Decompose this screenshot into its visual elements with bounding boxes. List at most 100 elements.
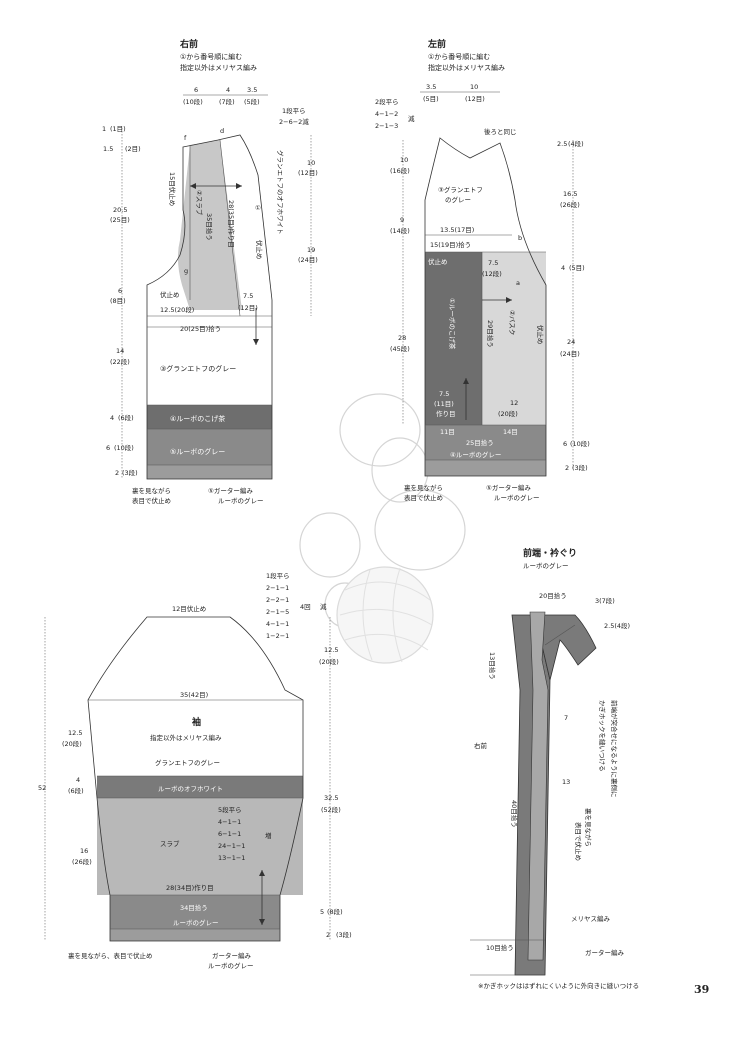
rf-top-row-2: (7段) [219,97,235,106]
rf-left-dim-2: 1.5 [103,145,113,153]
sleeve-note: 指定以外はメリヤス編み [150,733,222,742]
rf-label-d: d [220,127,224,135]
cactus-yarn-watermark-icon [299,393,466,664]
lf-r12: (12段) [482,269,502,278]
band-footnote: ※かぎホックははずれにくいように外向きに縫いつける [478,981,639,990]
rf-label-pick35: 35目拾う [205,213,214,241]
lf-neck-dec-3: 2−1−3 [375,122,398,130]
lf-left-row-1: (16段) [390,166,410,175]
lf-left-dim-1: 10 [400,156,408,164]
band-yarn: ルーボのグレー [523,561,569,570]
lf-top-row-1: (5目) [423,95,439,103]
sleeve-diagram: 12目伏止め 1段平ら 2−1−1 2−2−1 2−1−5 4−1−1 1−2−… [38,571,352,970]
rf-top-row-1: (10段) [183,97,203,106]
rf-left-dim-6: 4 [110,414,114,422]
band-title: 前端・衿ぐり [523,547,577,559]
sleeve-right-dim-4: 2 [326,931,330,939]
band-r25: 2.5(4段) [604,621,630,630]
lf-label-b: b [518,234,522,242]
band-pick13: 13目拾う [488,652,497,680]
lf-neck-dec-1: 2段平ら [375,97,399,106]
sleeve-left-row-4: (26段) [72,857,92,866]
lf-left-row-3: (45段) [390,344,410,353]
lf-right-dim-2: 16.5 [563,190,577,198]
band-pick10: 10目拾う [486,943,514,952]
sleeve-inc-4: 24−1−1 [218,842,245,850]
sleeve-band-off: ルーボのオフホワイト [158,785,223,793]
sleeve-bottom: 裏を見ながら、表目で伏止め [68,951,153,960]
sleeve-title: 袖 [191,716,201,728]
rf-label-w75: 7.5 [243,292,253,300]
right-front-diagram: 右前 ①から番号順に編む 指定以外はメリヤス編み 6 4 3.5 (10段) (… [102,38,318,505]
rf-left-dim-7: 6 [106,444,110,452]
sleeve-dec-suffix1: 4回 [300,603,311,611]
lf-left-dim-2: 9 [400,216,404,224]
sleeve-dec-suffix2: 減 [320,602,327,611]
lf-bindoff: 伏止め [428,257,448,266]
rf-left-row-8: (3段) [122,468,138,477]
lf-v75: 7.5 [439,390,449,398]
rf-left-row-2: (2目) [125,145,141,153]
rf-shoulder-dec-2: 2−6−2減 [279,117,309,126]
rf-bottom-1: 裏を見ながら [132,486,171,495]
rf-left-row-7: (10段) [114,443,134,452]
lf-right-row-4: (24目) [560,350,580,358]
lf-right-row-2: (26段) [560,200,580,209]
sleeve-right-dim-1: 12.5 [324,646,338,654]
rf-bottom-2: 表目で伏止め [132,496,171,505]
sleeve-right-row-2: (52段) [321,805,341,814]
sleeve-garter-2: ルーボのグレー [208,961,254,970]
rf-label-circle1: ① [255,204,261,212]
rf-right-row-1: (12目) [298,169,318,177]
sleeve-w35: 35(42目) [180,691,208,699]
rf-band-5: ⑤ルーボのグレー [170,447,225,456]
sleeve-inc-5: 13−1−1 [218,854,245,862]
rf-label-make28: 28(35目)作り目 [227,200,236,248]
band-hook-note2: かぎホックを縫いつける [598,700,607,772]
sleeve-band-grey: ルーボのグレー [173,918,219,927]
rf-left-dim-8: 2 [115,469,119,477]
sleeve-left-dim-3: 4 [76,776,80,784]
lf-right-row-6: (3段) [572,463,588,472]
lf-right-row-3: (5目) [569,264,585,272]
rf-garter-2: ルーボのグレー [218,496,264,505]
sleeve-left-row-2: (20段) [62,739,82,748]
lf-band2: ②バスク [508,310,516,335]
band-d13: 13 [562,778,570,786]
rf-label-w125: 12.5(20段) [160,305,194,314]
rf-top-dim-1: 6 [194,86,198,94]
rf-label-f: f [184,134,187,142]
sleeve-bind12: 12目伏止め [172,604,206,613]
band-pick20: 20目拾う [539,591,567,600]
rf-label-slub: ②スラブ [195,190,204,216]
rf-right-dim-2: 19 [307,246,315,254]
rf-left-dim-3: 20.5 [113,206,127,214]
rf-label-pick20: 20(25目)拾う [180,324,221,333]
lf-w135: 13.5(17目) [440,226,474,234]
lf-top-dim-2: 10 [470,83,478,91]
lf-label-a: a [516,279,520,287]
lf-top-dim-1: 3.5 [426,83,436,91]
rf-left-row-6: (6段) [118,413,134,422]
left-front-title: 左前 [427,38,446,50]
sleeve-garter-1: ガーター編み [212,951,252,960]
sleeve-right-dim-3: 5 [320,908,324,916]
rf-label-bindoff: 伏止め [255,240,264,260]
lf-garter-2: ルーボのグレー [494,493,540,502]
rf-top-row-3: (5段) [244,97,260,106]
lf-pick25: 25目拾う [466,438,494,447]
lf-back-same: 後ろと同じ [484,127,517,136]
sleeve-inc-1: 5段平ら [218,805,242,814]
lf-right-row-1: (4段) [568,139,584,148]
lf-w75: 7.5 [488,259,498,267]
lf-left-row-2: (14段) [390,226,410,235]
rf-garter-1: ⑤ガーター編み [208,486,253,495]
right-front-title: 右前 [179,38,198,50]
band-back-note1: 裏を見ながら [584,808,593,847]
lf-left-dim-3: 28 [398,334,406,342]
front-band-diagram: 前端・衿ぐり ルーボのグレー 20目拾う 3(7段) 2.5(4段) 13目拾う… [470,547,639,990]
rf-left-dim-4: 6 [118,287,122,295]
sleeve-dec-5: 4−1−1 [266,620,289,628]
